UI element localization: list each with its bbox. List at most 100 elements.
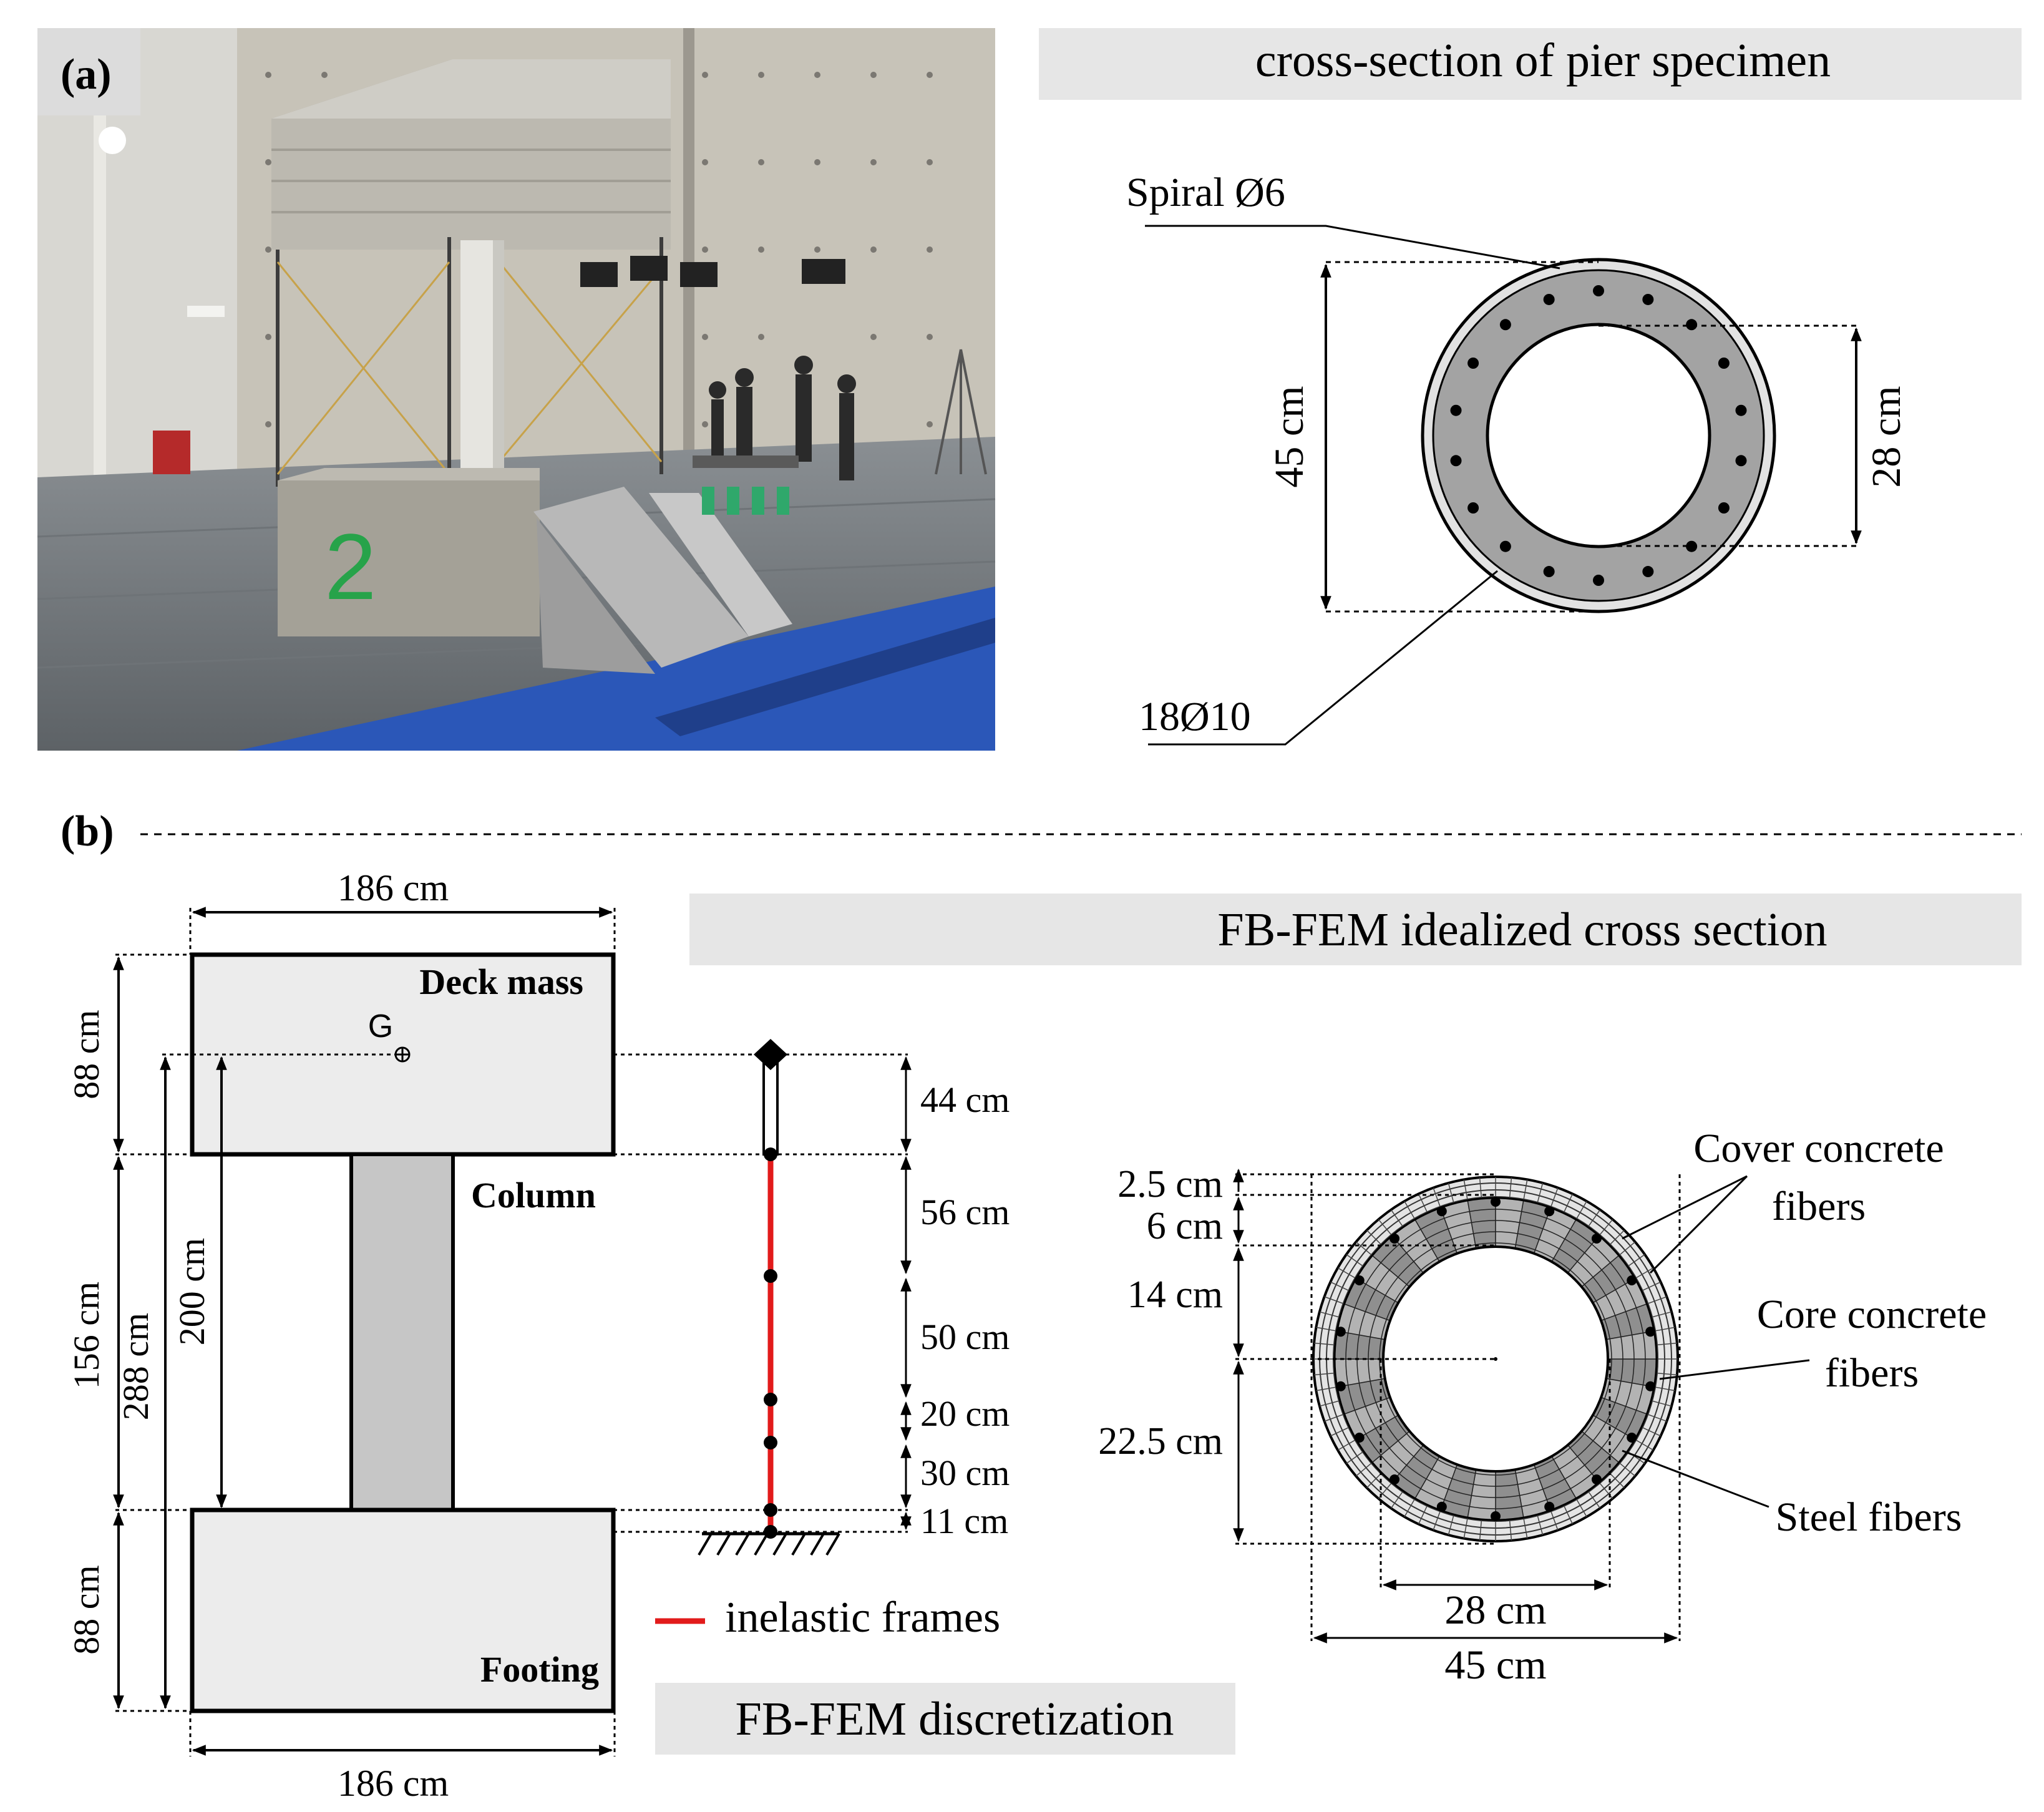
steel-fiber-dot: [1491, 1197, 1501, 1207]
cover-radial-line: [1463, 1179, 1468, 1201]
cover-radial-line: [1618, 1462, 1636, 1477]
cover-radial-line: [1479, 1519, 1482, 1541]
cover-radial-line: [1355, 1462, 1373, 1477]
cover-label-2: fibers: [1772, 1184, 1866, 1229]
steel-fiber-dot: [1544, 1206, 1555, 1217]
rebar-dot: [1718, 502, 1730, 514]
cover-radial-line: [1575, 1201, 1587, 1220]
dim-outer-label: 45 cm: [1444, 1642, 1546, 1688]
cover-radial-line: [1509, 1177, 1512, 1199]
section-title: cross-section of pier specimen: [1255, 34, 1831, 87]
cover-radial-line: [1337, 1267, 1356, 1279]
cover-radial-line: [1608, 1229, 1625, 1246]
footing-block: [190, 1508, 616, 1713]
core-label-2: fibers: [1825, 1350, 1919, 1396]
cover-label-1: Cover concrete: [1693, 1126, 1944, 1171]
dim-22-5-label: 22.5 cm: [1098, 1420, 1223, 1463]
painted-number: 2: [324, 514, 376, 619]
panel-a-label: (a): [61, 51, 112, 99]
bottom-width-label: 186 cm: [338, 1763, 449, 1804]
cover-radial-line: [1316, 1386, 1338, 1391]
cover-radial-line: [1563, 1504, 1574, 1524]
cover-radial-line: [1618, 1241, 1636, 1256]
seg-56-label: 56 cm: [920, 1192, 1010, 1232]
top-width-label: 186 cm: [338, 867, 449, 908]
dim-288-label: 288 cm: [115, 1313, 156, 1420]
cover-radial-line: [1418, 1194, 1428, 1214]
cover-radial-line: [1433, 1510, 1441, 1531]
disc-title: FB-FEM discretization: [736, 1693, 1174, 1745]
cover-radial-line: [1433, 1187, 1441, 1208]
cover-radial-line: [1316, 1327, 1338, 1332]
cover-radial-line: [1599, 1219, 1613, 1236]
steel-fiber-dot: [1335, 1327, 1346, 1337]
cover-radial-line: [1366, 1472, 1383, 1489]
bars-label: 18Ø10: [1139, 694, 1251, 739]
pier-geometry: 186 cm Deck mass G Column Footing 186 cm…: [66, 867, 616, 1804]
rebar-dot: [1467, 358, 1479, 369]
cover-radial-line: [1653, 1386, 1675, 1391]
rebar-dot: [1642, 293, 1654, 305]
elastic-segment: [762, 1063, 779, 1156]
deck-label: Deck mass: [419, 962, 583, 1002]
cover-radial-line: [1404, 1498, 1416, 1517]
steel-fiber-dot: [1354, 1275, 1365, 1285]
dim-200-label: 200 cm: [172, 1238, 212, 1345]
steel-fiber-dot: [1645, 1381, 1656, 1391]
cover-radial-line: [1647, 1296, 1667, 1305]
spiral-leader: [1145, 225, 1560, 270]
dim-88-top-label: 88 cm: [66, 1010, 107, 1099]
cover-radial-line: [1404, 1201, 1416, 1220]
steel-fiber-group: [1335, 1197, 1656, 1521]
cover-radial-line: [1563, 1194, 1574, 1214]
cover-radial-line: [1509, 1519, 1512, 1541]
steel-fiber-dot: [1544, 1501, 1555, 1512]
cover-radial-line: [1314, 1372, 1336, 1376]
center-of-gravity-icon: [394, 1046, 411, 1063]
dim-14-label: 14 cm: [1127, 1274, 1223, 1316]
cover-radial-line: [1537, 1182, 1544, 1204]
cover-radial-line: [1355, 1241, 1373, 1256]
cover-radial-line: [1655, 1372, 1677, 1376]
rebar-group: [1450, 285, 1747, 586]
dim-inner-label: 28 cm: [1444, 1587, 1546, 1633]
cover-radial-line: [1378, 1219, 1393, 1236]
core-fiber-ring: [1345, 1209, 1646, 1509]
disc-title-box: [655, 1683, 1235, 1755]
cover-radial-line: [1655, 1342, 1677, 1346]
cover-radial-line: [1641, 1281, 1661, 1292]
footing-label: Footing: [480, 1649, 599, 1690]
steel-fiber-dot: [1436, 1501, 1447, 1512]
cover-radial-line: [1390, 1490, 1404, 1509]
rebar-dot: [1735, 404, 1747, 416]
core-fiber-ring: [1368, 1231, 1623, 1487]
cover-radial-line: [1346, 1254, 1365, 1267]
bars-leader: [1148, 570, 1498, 746]
cover-radial-line: [1523, 1517, 1528, 1539]
cover-radial-line: [1330, 1281, 1350, 1292]
dim-6-label: 6 cm: [1147, 1205, 1223, 1247]
shake-table-photo: 2 (a): [37, 28, 996, 751]
rebar-dot: [1686, 540, 1698, 552]
cover-radial-line: [1651, 1311, 1672, 1318]
cover-radial-line: [1647, 1413, 1667, 1422]
steel-fiber-dot: [1389, 1474, 1400, 1485]
cover-radial-line: [1448, 1182, 1454, 1204]
fiber-section: FB-FEM idealized cross section 2.5 cm 6: [689, 894, 2022, 1688]
cover-radial-line: [1448, 1514, 1454, 1536]
cover-radial-line: [1418, 1504, 1428, 1524]
hollow-core: [1486, 323, 1711, 548]
dim-2-5-label: 2.5 cm: [1117, 1163, 1223, 1206]
cover-radial-line: [1390, 1209, 1404, 1228]
column-block: [349, 1152, 455, 1512]
core-label-1: Core concrete: [1757, 1292, 1987, 1337]
steel-fiber-dot: [1591, 1474, 1602, 1485]
cover-radial-line: [1463, 1517, 1468, 1539]
cover-radial-line: [1651, 1400, 1672, 1407]
seg-44-label: 44 cm: [920, 1079, 1010, 1120]
rebar-dot: [1543, 566, 1555, 578]
rebar-dot: [1593, 285, 1604, 296]
cover-radial-line: [1324, 1296, 1345, 1305]
steel-fiber-dot: [1627, 1275, 1637, 1285]
